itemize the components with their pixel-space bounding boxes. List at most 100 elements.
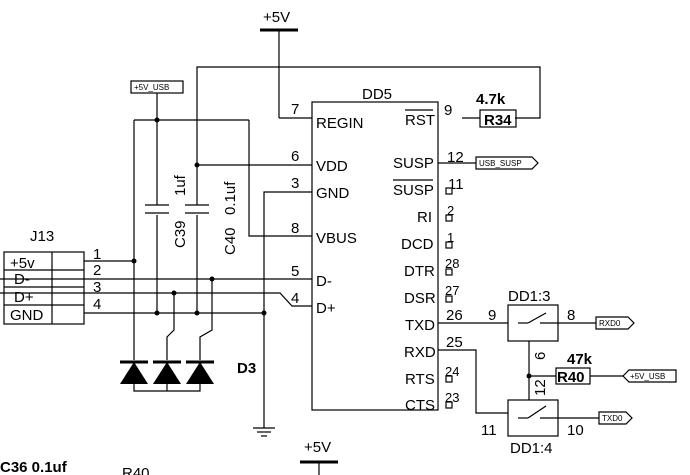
net-label-usb5v: +5V_USB (130, 80, 184, 120)
pin-num: 26 (446, 307, 463, 324)
net-label-txd0: TXD0 (598, 411, 633, 425)
connector-name: J13 (30, 228, 54, 245)
connector-pin-num: 4 (93, 296, 101, 313)
connector-pin-label: D- (14, 271, 30, 288)
chip-left-pins: 7 REGIN 6 VDD 3 GND 8 VBUS 5 D- 4 D+ (291, 101, 364, 317)
pin-num: 12 (447, 149, 464, 166)
connector-pin-num: 1 (93, 246, 101, 263)
top-power-symbol: +5V (260, 9, 298, 118)
dd14-ctrl: 12 (532, 379, 549, 396)
chip-name: DD5 (362, 86, 392, 103)
c39-name: C39 (172, 220, 189, 248)
unused-pin-marker (445, 375, 453, 383)
pin-label: RI (417, 209, 432, 226)
pin-num: 4 (291, 290, 299, 307)
partial-c36-label: C36 0.1uf (0, 459, 68, 475)
connector-pin-label: +5v (10, 255, 35, 272)
unused-pin-marker (445, 401, 453, 409)
pin-num: 5 (291, 263, 299, 280)
pin-label: RST (405, 112, 435, 129)
dd13-ctrl: 6 (532, 352, 549, 360)
resistor-r34: R34 4.7k (476, 91, 517, 129)
dd14-in: 11 (481, 422, 497, 439)
unused-pin-marker (445, 295, 453, 303)
ground-symbol (253, 427, 275, 437)
pin-label: GND (316, 185, 350, 202)
gnd-wire (263, 191, 312, 428)
pin-label: DSR (404, 290, 436, 307)
pin-num: 8 (291, 220, 299, 237)
chip-dd5: DD5 (311, 86, 439, 411)
unused-pin-marker (445, 214, 453, 222)
pin-label: SUSP (393, 155, 434, 172)
dd13-out: 8 (567, 307, 575, 324)
pin-num: 1 (447, 230, 454, 245)
pin-label: TXD (405, 317, 435, 334)
switch-dd13: DD1:3 9 8 6 (488, 288, 575, 360)
chip-right-pins: RST 9 SUSP 12 SUSP 11 RI 2 DCD 1 DTR 28 … (393, 102, 508, 414)
r40-name: R40 (557, 369, 585, 386)
svg-text:USB_SUSP: USB_SUSP (479, 159, 522, 168)
c40-value: 0.1uf (222, 181, 239, 215)
capacitor-c40: C40 0.1uf (185, 181, 239, 255)
svg-text:+5V_USB: +5V_USB (630, 372, 665, 381)
junction-dots (131, 117, 532, 379)
pin-label: VDD (316, 158, 348, 175)
connector-pin-num: 3 (93, 279, 101, 296)
r34-value: 4.7k (476, 91, 506, 108)
pin-label: RXD (404, 344, 436, 361)
pin-num: 25 (446, 334, 463, 351)
dd14-name: DD1:4 (510, 440, 553, 457)
unused-pin-marker (445, 187, 453, 195)
dd13-in: 9 (488, 307, 496, 324)
net-label-usb5v-right: +5V_USB (622, 369, 677, 383)
pin-num: 3 (291, 175, 299, 192)
svg-text:+5V_USB: +5V_USB (134, 83, 169, 92)
svg-text:TXD0: TXD0 (602, 414, 623, 423)
vdd-rst-loop-wire (196, 66, 541, 165)
pin-num: 24 (445, 364, 459, 379)
pin-num: 27 (445, 283, 459, 298)
connector-pin-num: 2 (93, 262, 101, 279)
dd13-name: DD1:3 (508, 288, 551, 305)
r40-value: 47k (567, 351, 593, 368)
pin-label: CTS (405, 397, 435, 414)
pin-label: REGIN (316, 115, 364, 132)
pin-label: D- (316, 273, 332, 290)
diode-array-d3: D3 (120, 360, 256, 392)
partial-r-label: R40 (122, 465, 150, 475)
pin-label: DCD (401, 236, 434, 253)
pin-label: DTR (404, 263, 435, 280)
capacitor-c39: C39 1uf (145, 174, 189, 248)
pin-label: VBUS (316, 230, 357, 247)
pin-label: RTS (405, 371, 435, 388)
unused-pin-marker (445, 241, 453, 249)
dplus-wire (0, 292, 312, 307)
r34-name: R34 (484, 112, 512, 129)
resistor-r40: R40 47k (555, 351, 593, 386)
pin-num: 7 (291, 101, 299, 118)
dd14-out: 10 (567, 422, 584, 439)
pin-label: D+ (316, 300, 336, 317)
pin-label: SUSP (393, 182, 434, 199)
net-label-usb-susp: USB_SUSP (475, 156, 539, 170)
bottom-power-symbol: +5V (300, 439, 338, 475)
pin-num: 2 (447, 203, 454, 218)
c39-value: 1uf (172, 174, 189, 196)
pin-num: 9 (444, 102, 452, 119)
pin-num: 28 (445, 256, 459, 271)
pin-num: 23 (445, 390, 459, 405)
svg-text:RXD0: RXD0 (599, 319, 621, 328)
net-label-rxd0: RXD0 (595, 316, 635, 330)
connector-j13: J13 +5v D- D+ GND 1 2 3 4 (3, 228, 101, 325)
rxd-wire (438, 349, 508, 414)
diode2-wire (166, 293, 175, 360)
pin-num: 6 (291, 148, 299, 165)
diode-name: D3 (237, 360, 256, 377)
top-power-label: +5V (263, 9, 290, 26)
c40-name: C40 (222, 227, 239, 255)
bottom-power-label: +5V (304, 439, 331, 456)
unused-pin-marker (445, 268, 453, 276)
connector-pin-label: D+ (14, 289, 34, 306)
